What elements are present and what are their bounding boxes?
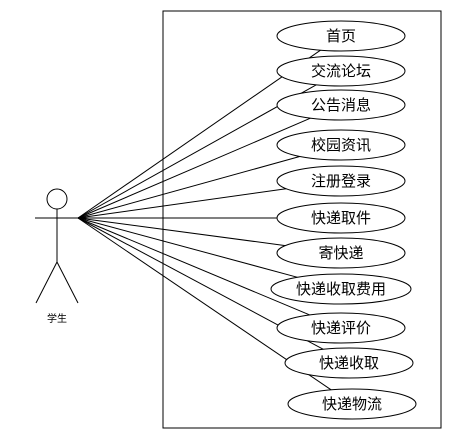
use-case-forum: 交流论坛	[276, 55, 406, 87]
association-line	[77, 188, 287, 219]
use-case-ellipse	[276, 20, 406, 52]
actor-student: 学生	[35, 188, 79, 325]
use-case-label: 快递评价	[311, 319, 371, 337]
use-case-label: 快递收取	[319, 354, 379, 372]
use-case-label: 寄快递	[318, 244, 363, 262]
use-case-home: 首页	[276, 20, 406, 52]
use-case-campus-news: 校园资讯	[276, 129, 406, 161]
use-case-label: 校园资讯	[311, 136, 371, 154]
association-line	[77, 217, 310, 316]
association-line	[77, 217, 286, 247]
association-line	[77, 84, 317, 219]
association-line	[77, 117, 311, 219]
use-case-ellipse	[276, 129, 406, 161]
use-case-ellipse	[270, 273, 412, 305]
use-case-list: 首页 交流论坛 公告消息 校园资讯 注册登录 快递取件 寄快递 快递收取费用	[270, 20, 417, 420]
use-case-label: 快递取件	[311, 209, 371, 227]
use-case-ellipse	[276, 202, 406, 234]
actor-right-leg	[56, 261, 79, 304]
use-case-label: 快递物流	[322, 395, 382, 413]
use-case-label: 交流论坛	[311, 62, 371, 80]
use-case-label: 快递收取费用	[296, 280, 386, 298]
use-case-announcements: 公告消息	[276, 89, 406, 121]
use-case-label: 公告消息	[311, 96, 371, 114]
use-case-ellipse	[276, 165, 406, 197]
use-case-send-parcel: 寄快递	[276, 237, 406, 269]
use-case-parcel-pickup: 快递取件	[276, 202, 406, 234]
use-case-parcel-receive: 快递收取	[284, 347, 414, 379]
use-case-ellipse	[276, 89, 406, 121]
actor-label: 学生	[47, 312, 67, 325]
use-case-label: 注册登录	[311, 172, 371, 190]
use-case-parcel-fee: 快递收取费用	[270, 273, 412, 305]
use-case-parcel-tracking: 快递物流	[287, 388, 417, 420]
use-case-ellipse	[276, 237, 406, 269]
use-case-ellipse	[287, 388, 417, 420]
system-boundary	[162, 10, 442, 429]
actor-left-leg	[35, 261, 58, 304]
use-case-ellipse	[284, 347, 414, 379]
association-line	[77, 49, 321, 219]
actor-head	[46, 188, 68, 210]
use-case-ellipse	[276, 55, 406, 87]
association-line	[77, 156, 300, 219]
use-case-parcel-review: 快递评价	[276, 312, 406, 344]
use-case-register-login: 注册登录	[276, 165, 406, 197]
use-case-label: 首页	[326, 27, 356, 45]
association-line	[77, 217, 298, 278]
use-case-ellipse	[276, 312, 406, 344]
